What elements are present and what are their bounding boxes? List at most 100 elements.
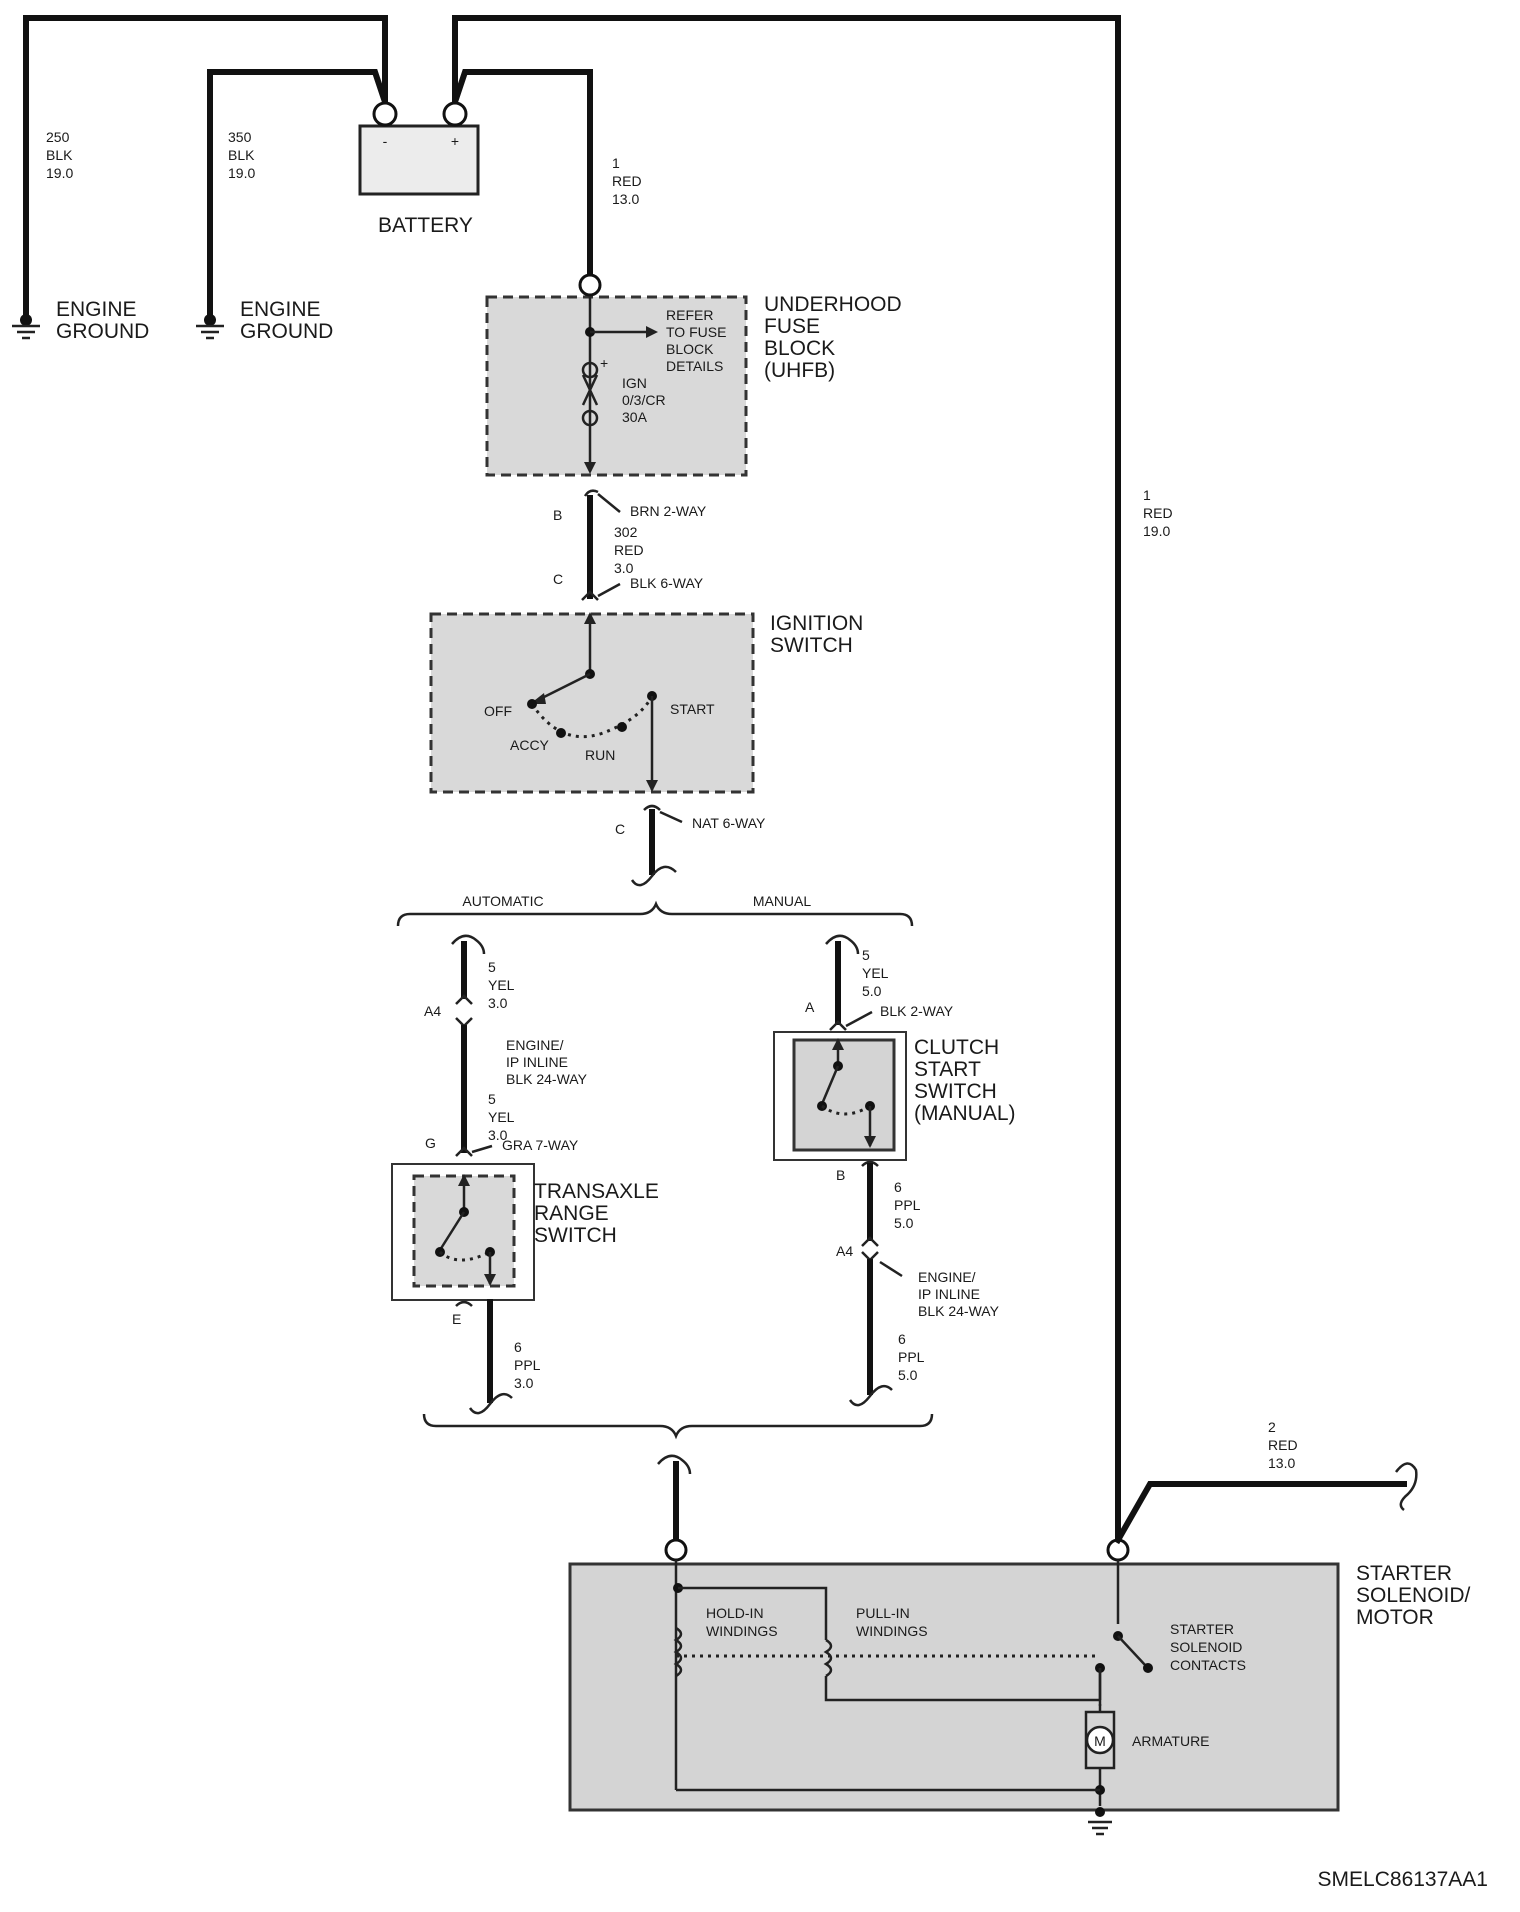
battery-pos-terminal <box>442 101 468 127</box>
clutch-contact-arm <box>820 1065 840 1105</box>
svg-text:(UHFB): (UHFB) <box>764 359 835 382</box>
svg-text:13.0: 13.0 <box>1268 1455 1295 1471</box>
svg-text:13.0: 13.0 <box>612 191 639 207</box>
svg-text:3.0: 3.0 <box>488 995 508 1011</box>
svg-text:STARTER: STARTER <box>1356 1562 1452 1585</box>
svg-text:DETAILS: DETAILS <box>666 358 723 374</box>
fuse-icon <box>581 361 599 379</box>
svg-text:5.0: 5.0 <box>862 983 882 999</box>
solenoid-contact-arm <box>1117 1635 1147 1667</box>
svg-text:+: + <box>600 355 608 371</box>
svg-text:MOTOR: MOTOR <box>1356 1606 1434 1629</box>
svg-text:YEL: YEL <box>488 977 515 993</box>
svg-text:MANUAL: MANUAL <box>753 893 812 909</box>
starter-feed: 2 RED 13.0 <box>657 1419 1418 1562</box>
fuse-block-title: UNDERHOOD FUSE BLOCK (UHFB) <box>764 293 902 382</box>
ignition-switch: OFF ACCY RUN START IGNITION SWITCH <box>429 612 863 794</box>
svg-text:SOLENOID: SOLENOID <box>1170 1639 1242 1655</box>
svg-text:5.0: 5.0 <box>894 1215 914 1231</box>
svg-text:302: 302 <box>614 524 638 540</box>
svg-text:BRN 2-WAY: BRN 2-WAY <box>630 503 707 519</box>
underhood-fuse-block: + REFER TO FUSE BLOCK DETAILS IGN 0/3/CR… <box>485 273 902 477</box>
svg-text:(MANUAL): (MANUAL) <box>914 1102 1016 1125</box>
svg-text:6: 6 <box>514 1339 522 1355</box>
connector-302: B C BRN 2-WAY BLK 6-WAY 302 RED 3.0 <box>553 489 707 601</box>
svg-text:TO FUSE: TO FUSE <box>666 324 726 340</box>
svg-text:CLUTCH: CLUTCH <box>914 1036 999 1059</box>
svg-text:AUTOMATIC: AUTOMATIC <box>462 893 543 909</box>
battery-label: BATTERY <box>378 214 473 237</box>
figure-code: SMELC86137AA1 <box>1318 1868 1488 1891</box>
pull-in-coil-icon <box>823 1638 833 1678</box>
svg-text:B: B <box>836 1167 845 1183</box>
svg-text:C: C <box>553 571 563 587</box>
ignition-run-label: RUN <box>585 747 615 763</box>
svg-text:BLOCK: BLOCK <box>666 341 714 357</box>
automatic-branch: A4 5 YEL 3.0 ENGINE/ IP INLINE BLK 24-WA… <box>391 934 659 1415</box>
svg-text:A4: A4 <box>424 1003 441 1019</box>
ignition-switch-box <box>429 612 755 794</box>
svg-text:TRANSAXLE: TRANSAXLE <box>534 1180 659 1203</box>
svg-text:IP INLINE: IP INLINE <box>918 1286 980 1302</box>
svg-text:30A: 30A <box>622 409 648 425</box>
svg-text:19.0: 19.0 <box>1143 523 1170 539</box>
svg-text:SWITCH: SWITCH <box>534 1224 617 1247</box>
svg-text:ENGINE: ENGINE <box>56 298 137 321</box>
svg-text:BLK 24-WAY: BLK 24-WAY <box>506 1071 588 1087</box>
battery-body <box>358 124 480 196</box>
wire-1-red-starter <box>452 15 1121 1543</box>
svg-text:PULL-IN: PULL-IN <box>856 1605 910 1621</box>
accy-position <box>556 728 566 738</box>
svg-text:IGNITION: IGNITION <box>770 612 863 635</box>
wire-350-blk <box>207 69 389 317</box>
svg-text:SWITCH: SWITCH <box>770 634 853 657</box>
svg-text:STARTER: STARTER <box>1170 1621 1234 1637</box>
svg-text:BLOCK: BLOCK <box>764 337 835 360</box>
wire-1-fuse-label: 1 RED 13.0 <box>612 155 642 207</box>
svg-text:RED: RED <box>612 173 642 189</box>
svg-text:UNDERHOOD: UNDERHOOD <box>764 293 902 316</box>
battery-pos-symbol: + <box>451 133 459 149</box>
connector-nat-6-way: C NAT 6-WAY <box>615 804 766 887</box>
svg-text:19.0: 19.0 <box>46 165 73 181</box>
transaxle-contact-arm <box>438 1211 466 1251</box>
svg-text:RANGE: RANGE <box>534 1202 609 1225</box>
svg-text:3.0: 3.0 <box>614 560 634 576</box>
wire-2-red <box>1113 1481 1407 1545</box>
wire-1-red-fuse <box>451 69 593 278</box>
svg-text:ENGINE/: ENGINE/ <box>506 1037 564 1053</box>
svg-text:1: 1 <box>612 155 620 171</box>
svg-text:M: M <box>1094 1733 1106 1749</box>
starter-box <box>568 1562 1340 1812</box>
svg-text:ARMATURE: ARMATURE <box>1132 1733 1210 1749</box>
svg-text:B: B <box>553 507 562 523</box>
branch-brace-top: AUTOMATIC MANUAL <box>396 893 914 927</box>
off-position <box>527 699 537 709</box>
battery-neg-symbol: - <box>383 133 388 149</box>
svg-text:2: 2 <box>1268 1419 1276 1435</box>
svg-text:5.0: 5.0 <box>898 1367 918 1383</box>
svg-text:1: 1 <box>1143 487 1151 503</box>
battery-group: - + BATTERY 250 BLK 19.0 350 BLK 19.0 1 … <box>23 15 1173 1543</box>
engine-ground-2: ENGINE GROUND <box>196 298 333 343</box>
svg-text:5: 5 <box>488 959 496 975</box>
svg-text:BLK: BLK <box>228 147 255 163</box>
svg-text:IGN: IGN <box>622 375 647 391</box>
svg-text:19.0: 19.0 <box>228 165 255 181</box>
solenoid-s-terminal <box>664 1538 688 1562</box>
svg-text:BLK 24-WAY: BLK 24-WAY <box>918 1303 1000 1319</box>
wire-350-label: 350 BLK 19.0 <box>228 129 255 181</box>
svg-text:IP INLINE: IP INLINE <box>506 1054 568 1070</box>
ignition-accy-label: ACCY <box>510 737 550 753</box>
svg-text:BLK 2-WAY: BLK 2-WAY <box>880 1003 954 1019</box>
svg-text:ENGINE: ENGINE <box>240 298 321 321</box>
engine-ground-1: ENGINE GROUND <box>12 298 149 343</box>
svg-text:REFER: REFER <box>666 307 713 323</box>
fuse-block-box <box>485 295 748 477</box>
svg-text:RED: RED <box>614 542 644 558</box>
refer-to-fuse-block-text: REFER TO FUSE BLOCK DETAILS <box>666 307 726 374</box>
svg-text:YEL: YEL <box>488 1109 515 1125</box>
svg-text:5: 5 <box>488 1091 496 1107</box>
motor-icon <box>1085 1725 1115 1755</box>
